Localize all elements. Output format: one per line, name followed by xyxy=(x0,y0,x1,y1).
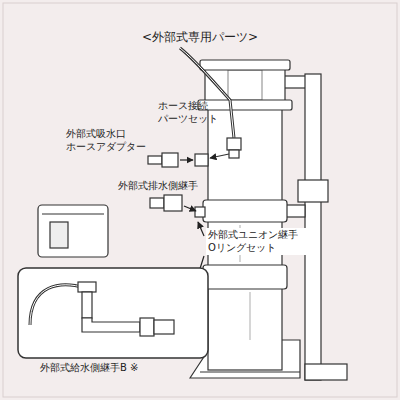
part-label: 外部式ユニオン継手 Oリングセット xyxy=(206,228,308,255)
part-label: 外部式給水側継手B ※ xyxy=(40,362,200,375)
part-label: 外部式排水側継手 xyxy=(118,180,218,193)
diagram-title: <外部式専用パーツ> xyxy=(142,30,258,45)
part-label: ホース接続 パーツセット xyxy=(158,100,226,125)
part-label: 外部式吸水口 ホースアダプター xyxy=(66,128,154,153)
